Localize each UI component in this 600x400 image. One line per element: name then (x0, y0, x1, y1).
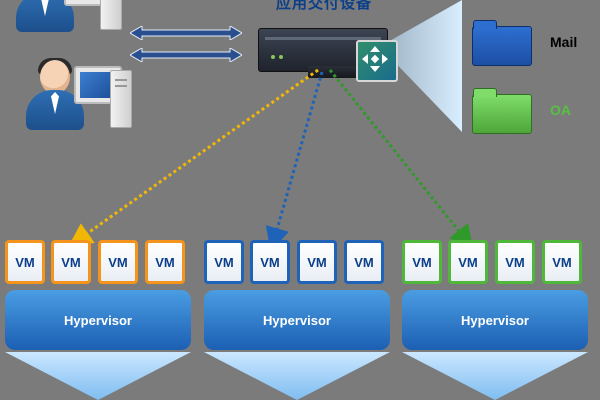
load-balancer-icon (356, 40, 398, 82)
folder-icon (472, 20, 532, 66)
vm-group-2: VM VM VM VM (204, 240, 390, 286)
app-label-mail: Mail (550, 34, 578, 50)
connector-orange (68, 68, 319, 247)
application-panel: Mail OA (462, 0, 600, 134)
double-arrow-icon (130, 48, 242, 62)
vm-box: VM (542, 240, 582, 284)
vm-box: VM (297, 240, 337, 284)
folder-icon (472, 88, 532, 134)
user-workstation-2 (18, 58, 132, 140)
hypervisor-3: Hypervisor (402, 290, 588, 350)
vm-box: VM (51, 240, 91, 284)
hypervisor-1: Hypervisor (5, 290, 191, 350)
vm-box: VM (204, 240, 244, 284)
connector-green (328, 69, 474, 250)
connector-blue (265, 71, 324, 252)
device-title: 应用交付设备 (276, 0, 373, 12)
app-label-oa: OA (550, 102, 571, 118)
vm-box: VM (250, 240, 290, 284)
hypervisor-2: Hypervisor (204, 290, 390, 350)
double-arrow-icon (130, 26, 242, 40)
vm-box: VM (495, 240, 535, 284)
vm-group-3: VM VM VM VM (402, 240, 588, 286)
vm-group-1: VM VM VM VM (5, 240, 191, 286)
vm-box: VM (344, 240, 384, 284)
vm-box: VM (98, 240, 138, 284)
user-workstation-1 (8, 0, 122, 42)
vm-box: VM (5, 240, 45, 284)
vm-box: VM (402, 240, 442, 284)
vm-box: VM (145, 240, 185, 284)
vm-box: VM (448, 240, 488, 284)
